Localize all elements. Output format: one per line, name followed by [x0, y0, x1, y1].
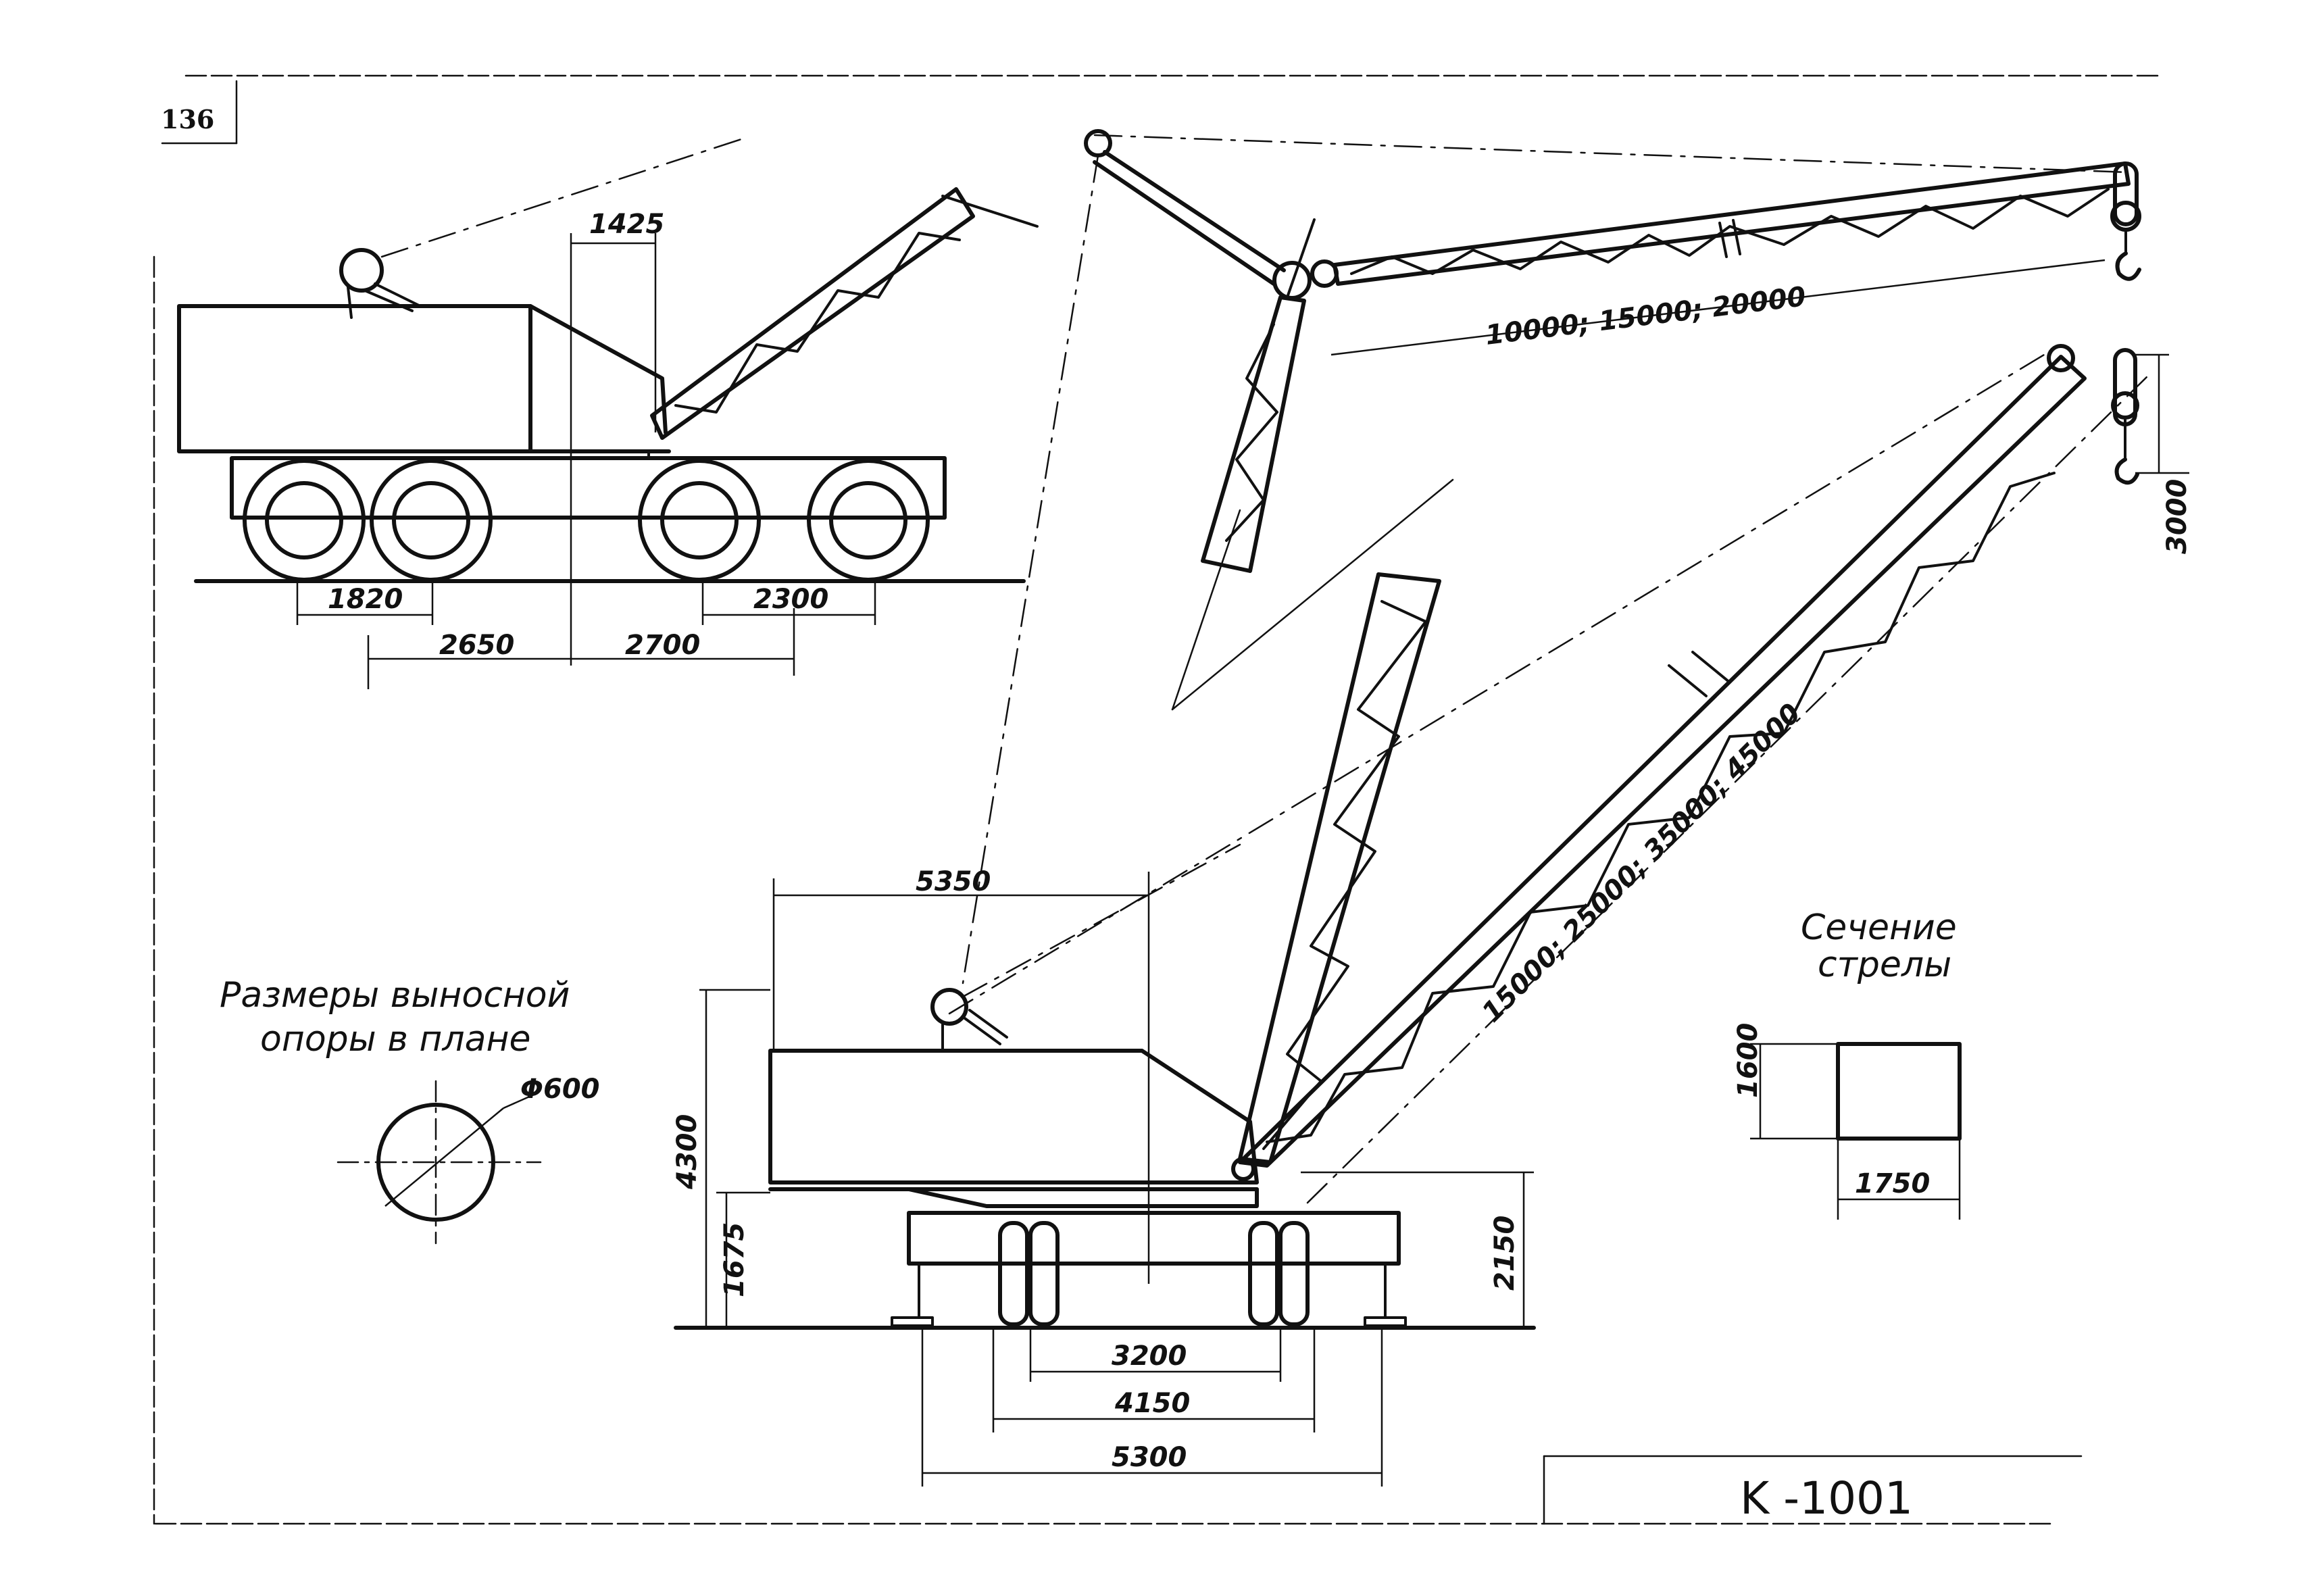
model-number: K -1001: [1740, 1472, 1913, 1524]
dim-4150: 4150: [1114, 1388, 1190, 1419]
top-crane-dimensions: [296, 233, 876, 689]
section-caption-line2: стрелы: [1818, 945, 1951, 985]
dim-2300: 2300: [753, 584, 828, 615]
dim-1425: 1425: [589, 209, 664, 240]
section-caption-line1: Сечение: [1801, 907, 1957, 948]
title-block: [1543, 1455, 2083, 1525]
dim-4300: 4300: [672, 1114, 703, 1190]
top-crane: [177, 137, 1039, 583]
long-boom: [948, 343, 2150, 1204]
section-width: 1750: [1855, 1168, 1930, 1199]
dim-1820: 1820: [328, 584, 403, 615]
outrigger-diameter: Φ600: [520, 1074, 600, 1105]
short-boom-length: 10000; 15000; 20000: [1484, 281, 1808, 351]
section-height: 1600: [1733, 1023, 1764, 1098]
outrigger-plan: [337, 1080, 542, 1245]
dim-2150: 2150: [1489, 1216, 1520, 1291]
short-boom: [1084, 129, 2141, 573]
top-crane-wheels: [243, 459, 930, 582]
hook-dim-3000: 3000: [2162, 479, 2193, 554]
dim-1675: 1675: [719, 1222, 750, 1297]
long-boom-length: 15000; 25000; 35000; 45000: [1476, 697, 1808, 1028]
rope-lines: [962, 154, 1099, 984]
outrigger-caption-line1: Размеры выносной: [220, 975, 570, 1016]
dim-2700: 2700: [625, 630, 700, 661]
outrigger-caption-line2: опоры в плане: [260, 1019, 531, 1059]
bottom-crane-dimensions: [699, 872, 1534, 1487]
long-boom-dimension: [2135, 353, 2189, 474]
page-frame: [153, 74, 2164, 1525]
dim-3200: 3200: [1112, 1341, 1187, 1372]
dim-5350: 5350: [916, 866, 991, 897]
boom-section: [1750, 1042, 1962, 1220]
page-number: 136: [161, 104, 214, 134]
dim-5300: 5300: [1112, 1442, 1187, 1473]
working-boom: [1171, 478, 1454, 1164]
dim-2650: 2650: [439, 630, 514, 661]
short-boom-dimension: [1330, 259, 2106, 356]
bottom-crane: [674, 843, 1536, 1330]
